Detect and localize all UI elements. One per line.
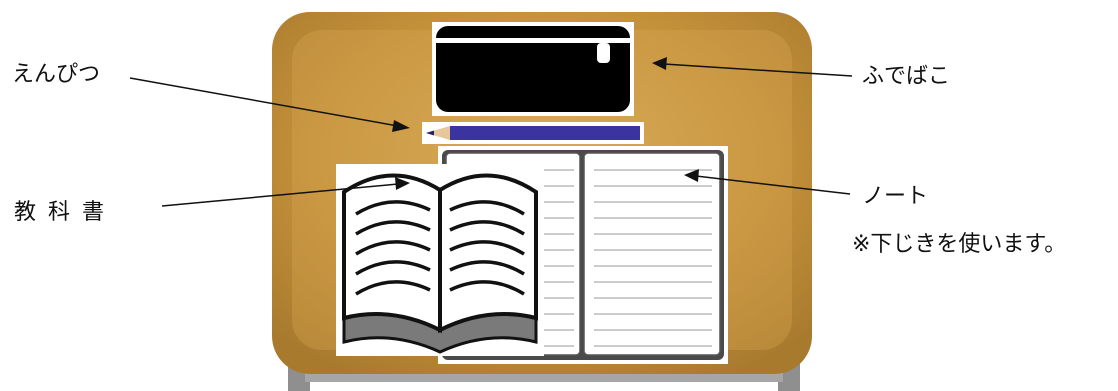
label-pencil-case: ふでばこ bbox=[862, 66, 950, 88]
pencil-icon bbox=[422, 122, 644, 144]
label-notebook: ノート bbox=[862, 186, 928, 208]
pencil-case-icon bbox=[432, 22, 634, 116]
textbook-icon bbox=[336, 164, 544, 356]
label-notebook-note: ※下じきを使います。 bbox=[852, 234, 1066, 256]
label-textbook: 教科書 bbox=[14, 202, 116, 224]
label-pencil: えんぴつ bbox=[12, 64, 100, 86]
